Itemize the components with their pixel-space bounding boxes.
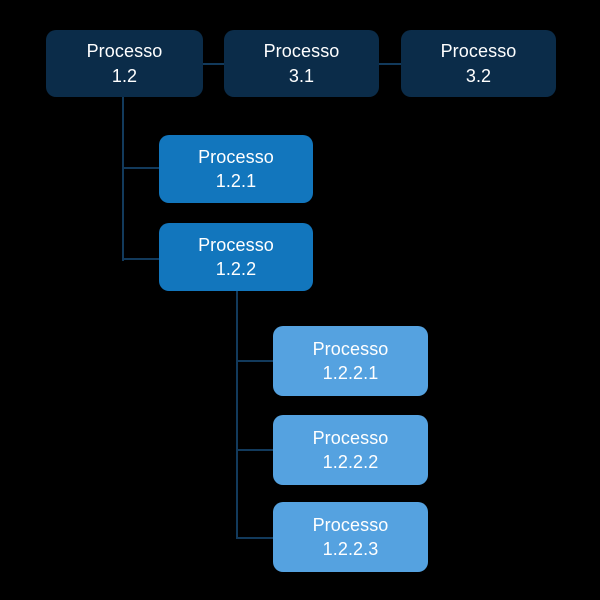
node-processo-1-2-2-3[interactable]: Processo 1.2.2.3 (273, 502, 428, 572)
node-label: Processo (312, 427, 389, 448)
connector-branch-1-2-2-3 (236, 537, 274, 539)
connector-1-2-to-3-1 (203, 63, 224, 65)
node-code: 1.2.1 (215, 171, 257, 191)
node-processo-3-1[interactable]: Processo 3.1 (224, 30, 379, 97)
node-label: Processo (440, 41, 517, 62)
connector-branch-1-2-2-2 (236, 449, 274, 451)
node-processo-1-2-2-1[interactable]: Processo 1.2.2.1 (273, 326, 428, 396)
connector-branch-1-2-2 (122, 258, 160, 260)
node-code: 1.2.2.1 (322, 363, 379, 383)
node-processo-1-2[interactable]: Processo 1.2 (46, 30, 203, 97)
connector-trunk-level-1 (122, 97, 124, 261)
node-code: 3.2 (465, 65, 492, 86)
node-label: Processo (312, 514, 389, 535)
node-label: Processo (86, 41, 163, 62)
node-code: 1.2 (111, 65, 138, 86)
node-processo-1-2-2[interactable]: Processo 1.2.2 (159, 223, 313, 291)
node-label: Processo (312, 338, 389, 359)
node-processo-1-2-1[interactable]: Processo 1.2.1 (159, 135, 313, 203)
node-code: 1.2.2.3 (322, 539, 379, 559)
node-code: 3.1 (288, 65, 315, 86)
node-code: 1.2.2.2 (322, 452, 379, 472)
node-label: Processo (198, 234, 274, 255)
node-label: Processo (263, 41, 340, 62)
node-processo-1-2-2-2[interactable]: Processo 1.2.2.2 (273, 415, 428, 485)
connector-3-1-to-3-2 (379, 63, 401, 65)
connector-branch-1-2-2-1 (236, 360, 274, 362)
connector-branch-1-2-1 (122, 167, 160, 169)
node-label: Processo (198, 146, 274, 167)
node-processo-3-2[interactable]: Processo 3.2 (401, 30, 556, 97)
connector-trunk-level-2 (236, 291, 238, 539)
node-code: 1.2.2 (215, 259, 257, 279)
